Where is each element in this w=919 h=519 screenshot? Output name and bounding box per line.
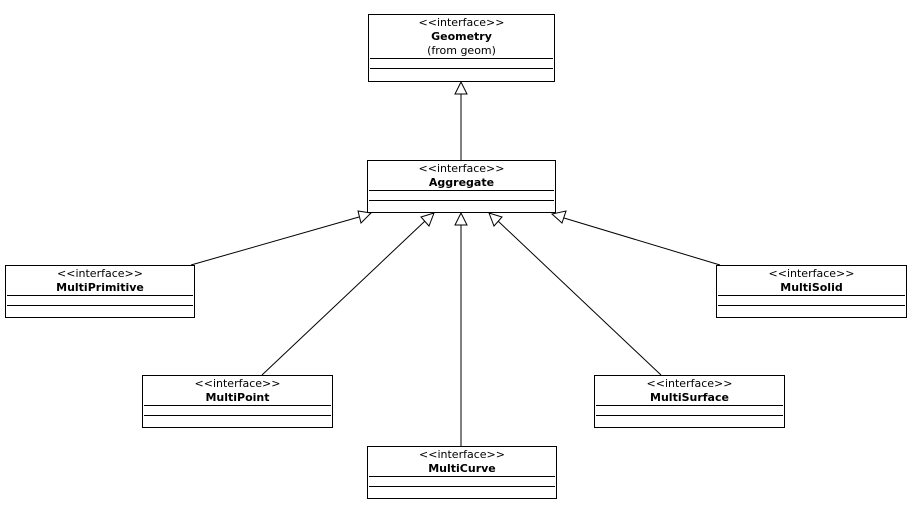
class-name: MultiSurface [650, 391, 729, 404]
class-multipoint[interactable]: <<interface>> MultiPoint [142, 375, 333, 428]
generalization-multipoint-to-aggregate [261, 212, 435, 376]
attributes-compartment [368, 477, 556, 486]
operations-divider [369, 486, 555, 487]
attributes-divider [369, 190, 554, 191]
generalization-multicurve-to-aggregate [454, 211, 468, 446]
class-header: <<interface>> MultiSolid [717, 266, 906, 295]
attributes-compartment [6, 296, 194, 305]
class-name: Geometry [431, 30, 492, 43]
operations-divider [718, 305, 905, 306]
class-geometry[interactable]: <<interface>> Geometry (from geom) [368, 14, 555, 82]
class-name: MultiCurve [428, 462, 496, 475]
attributes-compartment [368, 191, 555, 200]
stereotype-label: <<interface>> [646, 377, 733, 390]
stereotype-label: <<interface>> [768, 267, 855, 280]
class-header: <<interface>> MultiPoint [143, 376, 332, 405]
class-header: <<interface>> MultiPrimitive [6, 266, 194, 295]
attributes-compartment [369, 59, 554, 68]
stereotype-label: <<interface>> [194, 377, 281, 390]
stereotype-label: <<interface>> [418, 162, 505, 175]
class-header: <<interface>> Geometry (from geom) [369, 15, 554, 58]
class-aggregate[interactable]: <<interface>> Aggregate [367, 160, 556, 213]
class-multisolid[interactable]: <<interface>> MultiSolid [716, 265, 907, 318]
class-header: <<interface>> MultiCurve [368, 447, 556, 476]
class-multisurface[interactable]: <<interface>> MultiSurface [594, 375, 785, 428]
class-header: <<interface>> Aggregate [368, 161, 555, 190]
class-name: MultiPrimitive [56, 281, 144, 294]
stereotype-label: <<interface>> [418, 16, 505, 29]
generalization-aggregate-to-geometry [454, 80, 468, 160]
class-name: MultiPoint [205, 391, 270, 404]
generalization-multisurface-to-aggregate [488, 212, 662, 376]
attributes-divider [596, 405, 783, 406]
operations-divider [7, 305, 193, 306]
attributes-divider [718, 295, 905, 296]
package-origin: (from geom) [427, 44, 496, 57]
operations-divider [144, 415, 331, 416]
stereotype-label: <<interface>> [419, 448, 505, 461]
operations-divider [369, 200, 554, 201]
generalization-multisolid-to-aggregate [550, 210, 721, 266]
attributes-compartment [595, 406, 784, 415]
stereotype-label: <<interface>> [57, 267, 143, 280]
class-name: MultiSolid [780, 281, 843, 294]
class-header: <<interface>> MultiSurface [595, 376, 784, 405]
generalization-multiprimitive-to-aggregate [190, 210, 373, 266]
operations-divider [370, 68, 553, 69]
attributes-divider [7, 295, 193, 296]
class-multicurve[interactable]: <<interface>> MultiCurve [367, 446, 557, 499]
operations-divider [596, 415, 783, 416]
attributes-divider [370, 58, 553, 59]
class-multiprimitive[interactable]: <<interface>> MultiPrimitive [5, 265, 195, 318]
attributes-compartment [717, 296, 906, 305]
attributes-compartment [143, 406, 332, 415]
class-name: Aggregate [428, 176, 495, 189]
attributes-divider [144, 405, 331, 406]
attributes-divider [369, 476, 555, 477]
